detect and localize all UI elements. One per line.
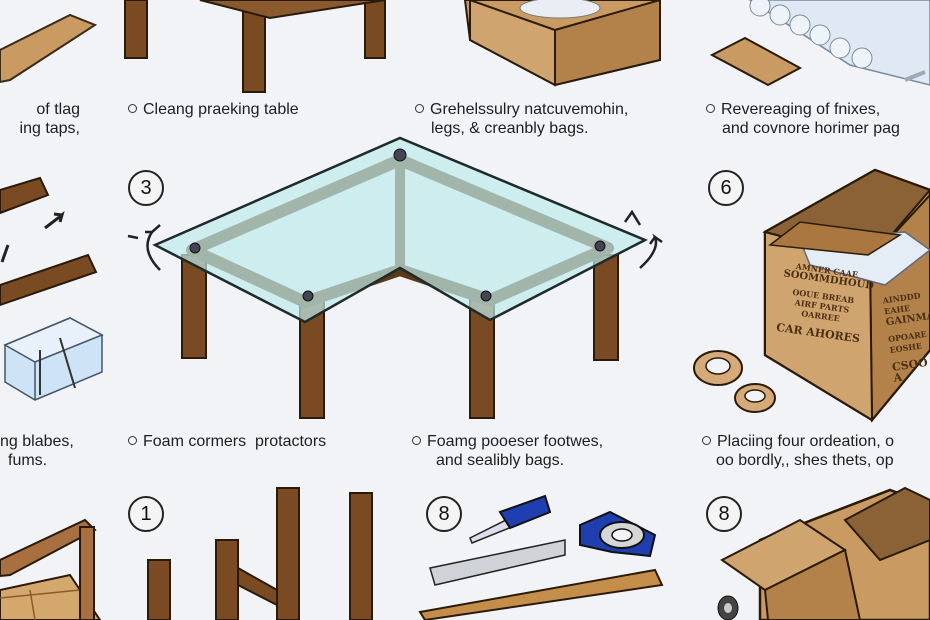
caption-line: Placiing four ordeation, o <box>717 433 894 450</box>
caption-line: and covnore horimer pag <box>722 120 900 137</box>
step-number-1: 1 <box>128 496 164 532</box>
utility-knife <box>469 494 552 544</box>
packing-box-right <box>762 168 930 423</box>
bullet-icon <box>128 104 137 113</box>
caption-line: Foamg pooeser footwes, <box>427 433 604 450</box>
wooden-sticks-left <box>0 176 98 307</box>
curved-arrow-icon <box>145 224 161 271</box>
caption-line: ing taps, <box>19 120 80 137</box>
bullet-icon <box>412 436 421 445</box>
step-number-8-center: 8 <box>426 496 462 532</box>
bullet-icon <box>706 104 715 113</box>
caption-line: legs, & creanbly bags. <box>431 120 589 137</box>
open-box-top-center <box>463 0 661 87</box>
curved-arrow-icon <box>127 234 139 240</box>
caption-line: fums. <box>8 452 48 469</box>
cardboard-strip-top-left <box>0 13 98 84</box>
caption-line: oo bordly,, shes thets, op <box>716 452 894 469</box>
tape-dispenser <box>579 510 657 558</box>
bullet-icon <box>415 104 424 113</box>
caption-line: and sealibly bags. <box>436 452 565 469</box>
caption-top-center: Cleang praeking table <box>128 100 299 119</box>
open-box-bottom-right <box>717 486 930 620</box>
caption-top-right: Revereaging of fnixes, and covnore horim… <box>706 100 900 138</box>
wooden-posts-bottom-center <box>147 487 373 620</box>
step-number-8-right: 8 <box>706 496 742 532</box>
metal-ruler <box>429 539 566 586</box>
caption-line: of tlag <box>36 101 80 118</box>
caption-top-mid-right: Grehelssulry natcuvemohin, legs, & crean… <box>415 100 628 138</box>
arrow-icon <box>44 211 65 230</box>
caption-line: ng blabes, <box>0 433 74 450</box>
caption-line: Grehelssulry natcuvemohin, <box>430 101 629 118</box>
caption-mid-left: ng blabes, fums. <box>0 432 74 470</box>
table-legs-top-center <box>124 0 386 93</box>
wooden-frame-bottom-left <box>0 518 102 620</box>
bullet-icon <box>702 436 711 445</box>
step-number-6: 6 <box>708 170 744 206</box>
glass-table-main <box>152 136 648 419</box>
curved-arrow-icon <box>639 233 663 269</box>
caption-line: Revereaging of fnixes, <box>721 101 881 118</box>
caption-mid-center: Foam cormers protactors <box>128 432 326 451</box>
box-label-line: CSOO A <box>891 355 929 384</box>
bullet-icon <box>128 436 137 445</box>
bubble-wrap-roll-top-right <box>748 0 930 86</box>
caption-line: Cleang praeking table <box>143 101 299 118</box>
caption-mid-mid-right: Foamg pooeser footwes, and sealibly bags… <box>412 432 603 470</box>
foam-pad-stack-left <box>3 317 104 401</box>
caption-line: Foam cormers protactors <box>143 433 327 450</box>
step-number-3: 3 <box>128 170 164 206</box>
flat-cardboard-piece <box>709 36 803 87</box>
caption-mid-right: Placiing four ordeation, o oo bordly,, s… <box>702 432 930 470</box>
caption-top-left: of tlag ing taps, <box>0 100 80 138</box>
box-label-front: AMNER CAAE SOOMMDHOUD OOUE BREAB AIRF PA… <box>775 259 874 346</box>
wooden-plank-bottom <box>418 568 664 620</box>
tape-rolls <box>693 350 776 413</box>
